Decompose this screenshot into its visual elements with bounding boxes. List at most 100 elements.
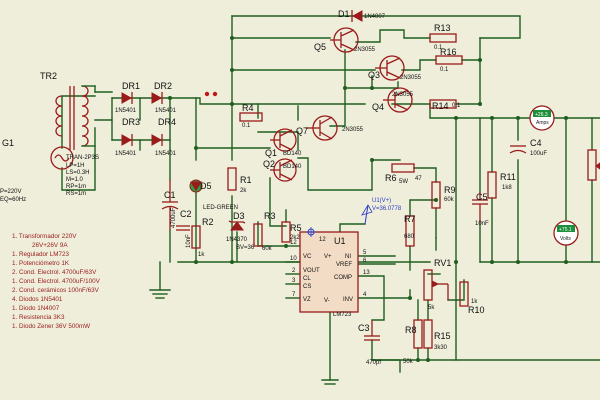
- u1-pin-vout: VOUT: [303, 268, 320, 274]
- transistor-q1[interactable]: Q1 BD140: [265, 128, 302, 158]
- capacitor-c1[interactable]: C1 4700uF: [161, 180, 179, 230]
- note-1: 26V+26V 9A: [32, 242, 68, 249]
- resistor-r15[interactable]: R15 3k30: [423, 319, 451, 351]
- dr3-ref: DR3: [122, 117, 140, 127]
- resistor-r4[interactable]: R4 0.1: [239, 103, 263, 129]
- note-6: 2. Cond. cerámicos 100nF/63V: [12, 287, 100, 294]
- tr2-param-4: RS=1m: [66, 191, 86, 197]
- dr1-value: 1N5401: [115, 108, 137, 114]
- ac-source-g1[interactable]: G1 P=220V EQ=60Hz: [0, 138, 74, 203]
- d3-ref: D3: [233, 211, 245, 221]
- note-0: 1. Transformador 220V: [12, 233, 77, 240]
- diode-dr3[interactable]: DR3 1N5401: [115, 117, 140, 157]
- r6-value: 5W: [399, 179, 408, 185]
- r8-ref: R8: [405, 325, 417, 335]
- transistor-q2[interactable]: Q2 BD140: [263, 158, 302, 182]
- diode-dr1[interactable]: DR1 1N5401: [115, 81, 140, 114]
- u1-pin-vref: VREF: [336, 262, 352, 268]
- u1-pin-vz: VZ: [303, 297, 311, 303]
- u1-pinnum-right-2: 13: [363, 270, 370, 276]
- r13-ref: R13: [434, 23, 451, 33]
- q5-value: 2N3055: [354, 47, 376, 53]
- u1-value: LM723: [333, 312, 352, 318]
- note-5: 1. Cond. Electrol. 4700uF/100V: [12, 278, 101, 285]
- u1-pin-ni: NI: [345, 254, 351, 260]
- u1-pin-inv: INV: [343, 297, 353, 303]
- r8-value: 50k: [403, 359, 414, 365]
- q2-value: BD140: [283, 164, 302, 170]
- r3-value: 60k: [262, 246, 273, 252]
- d1-ref: D1: [338, 9, 350, 19]
- load-resistor-partial[interactable]: [587, 149, 600, 181]
- junction-dots: [168, 36, 568, 362]
- r1-ref: R1: [240, 175, 252, 185]
- r5-value: 2k2: [290, 235, 300, 241]
- capacitor-c4[interactable]: C4 100uF: [509, 138, 547, 157]
- d1-value: 1N4007: [364, 14, 386, 20]
- resistor-r1[interactable]: R1 2k: [227, 167, 252, 194]
- u1-pinnum-left-3: 3: [292, 278, 296, 284]
- note-7: 4. Diodos 1N5401: [12, 296, 63, 303]
- ammeter[interactable]: +26.3 Amps: [529, 105, 555, 131]
- dr3-value: 1N5401: [115, 151, 137, 157]
- d3-value: 1N4370: [226, 237, 248, 243]
- capacitor-c2[interactable]: C2 10nF: [176, 209, 192, 248]
- c1-value: 4700uF: [171, 207, 177, 228]
- resistor-r5[interactable]: R5 2k2: [281, 221, 302, 243]
- dr4-value: 1N5401: [155, 151, 177, 157]
- g1-param-0: P=220V: [0, 189, 22, 195]
- voltmeter[interactable]: +75.1 Volts: [553, 220, 579, 246]
- capacitor-c3[interactable]: C3 470pf: [358, 320, 381, 366]
- u1-pinnum-right-0: 5: [363, 250, 367, 256]
- transistor-q5[interactable]: Q5 2N3055: [314, 27, 376, 53]
- transistor-q4[interactable]: Q4 2N3055: [372, 87, 414, 113]
- r14-ref: R14: [432, 101, 449, 111]
- ammeter-reading: +26.3: [535, 112, 548, 118]
- diode-dr4[interactable]: DR4 1N5401: [151, 117, 177, 157]
- resistor-r16[interactable]: R16 0.1: [435, 47, 463, 73]
- resistor-r11[interactable]: R11 1k8: [487, 171, 516, 199]
- rv1-value: 5k: [428, 305, 435, 311]
- resistor-r7[interactable]: R7 680: [404, 214, 416, 247]
- u1-pin-comp: COMP: [334, 275, 352, 281]
- resistor-r3[interactable]: R3 60k: [253, 211, 276, 252]
- resistor-r2[interactable]: R2 1k: [191, 217, 214, 258]
- r5-ref: R5: [290, 223, 302, 233]
- q3-value: 2N3055: [400, 75, 422, 81]
- c3-ref: C3: [358, 323, 370, 333]
- c2-ref: C2: [180, 209, 192, 219]
- resistor-r13[interactable]: R13 0.1: [429, 23, 457, 51]
- zener-d3[interactable]: D3 1N4370 BV=36: [226, 211, 255, 251]
- r10-ref: R10: [468, 305, 485, 315]
- resistor-r10[interactable]: R10 1k: [459, 281, 485, 315]
- transistor-q7[interactable]: Q7 2N3055: [296, 115, 364, 141]
- switch-contacts[interactable]: [204, 91, 218, 97]
- resistor-r6[interactable]: R6 5W 47: [385, 163, 422, 185]
- resistor-r14[interactable]: R14 0.1: [429, 99, 461, 111]
- potentiometer-rv1[interactable]: RV1 5k: [423, 258, 451, 311]
- dr2-ref: DR2: [154, 81, 172, 91]
- r16-value: 0.1: [440, 67, 449, 73]
- c4-value: 100uF: [530, 151, 547, 157]
- u1-ref: U1: [334, 236, 346, 246]
- r15-ref: R15: [434, 331, 451, 341]
- resistor-r8[interactable]: R8 50k: [403, 319, 423, 365]
- led-d5[interactable]: D5 LED-GREEN: [189, 179, 238, 211]
- voltage-probe[interactable]: U1(V+) V=36.0778: [306, 198, 402, 237]
- capacitor-c5[interactable]: C5 10nF: [472, 192, 489, 227]
- diode-dr2[interactable]: DR2 1N5401: [151, 81, 177, 114]
- r3-ref: R3: [264, 211, 276, 221]
- resistor-r9[interactable]: R9 60k: [431, 181, 456, 209]
- r11-value: 1k8: [502, 185, 512, 191]
- transformer-tr2[interactable]: TR2 TRAN-2P3S LP=1H LS=0.3H M=1.0 RP=1m …: [40, 71, 99, 197]
- q4-ref: Q4: [372, 102, 384, 112]
- r6-ref: R6: [385, 173, 397, 183]
- q5-ref: Q5: [314, 42, 326, 52]
- ic-u1-lm723[interactable]: U1 LM723 VC VOUT CL CS VZ NI VREF COMP I…: [290, 231, 370, 318]
- transistor-q3[interactable]: Q3 2N3055: [368, 55, 422, 81]
- u1-pinnum-right-3: 4: [363, 292, 367, 298]
- diode-d1[interactable]: D1 1N4007: [338, 9, 386, 22]
- u1-pinnum-left-1: 10: [290, 256, 297, 262]
- r4-ref: R4: [242, 103, 254, 113]
